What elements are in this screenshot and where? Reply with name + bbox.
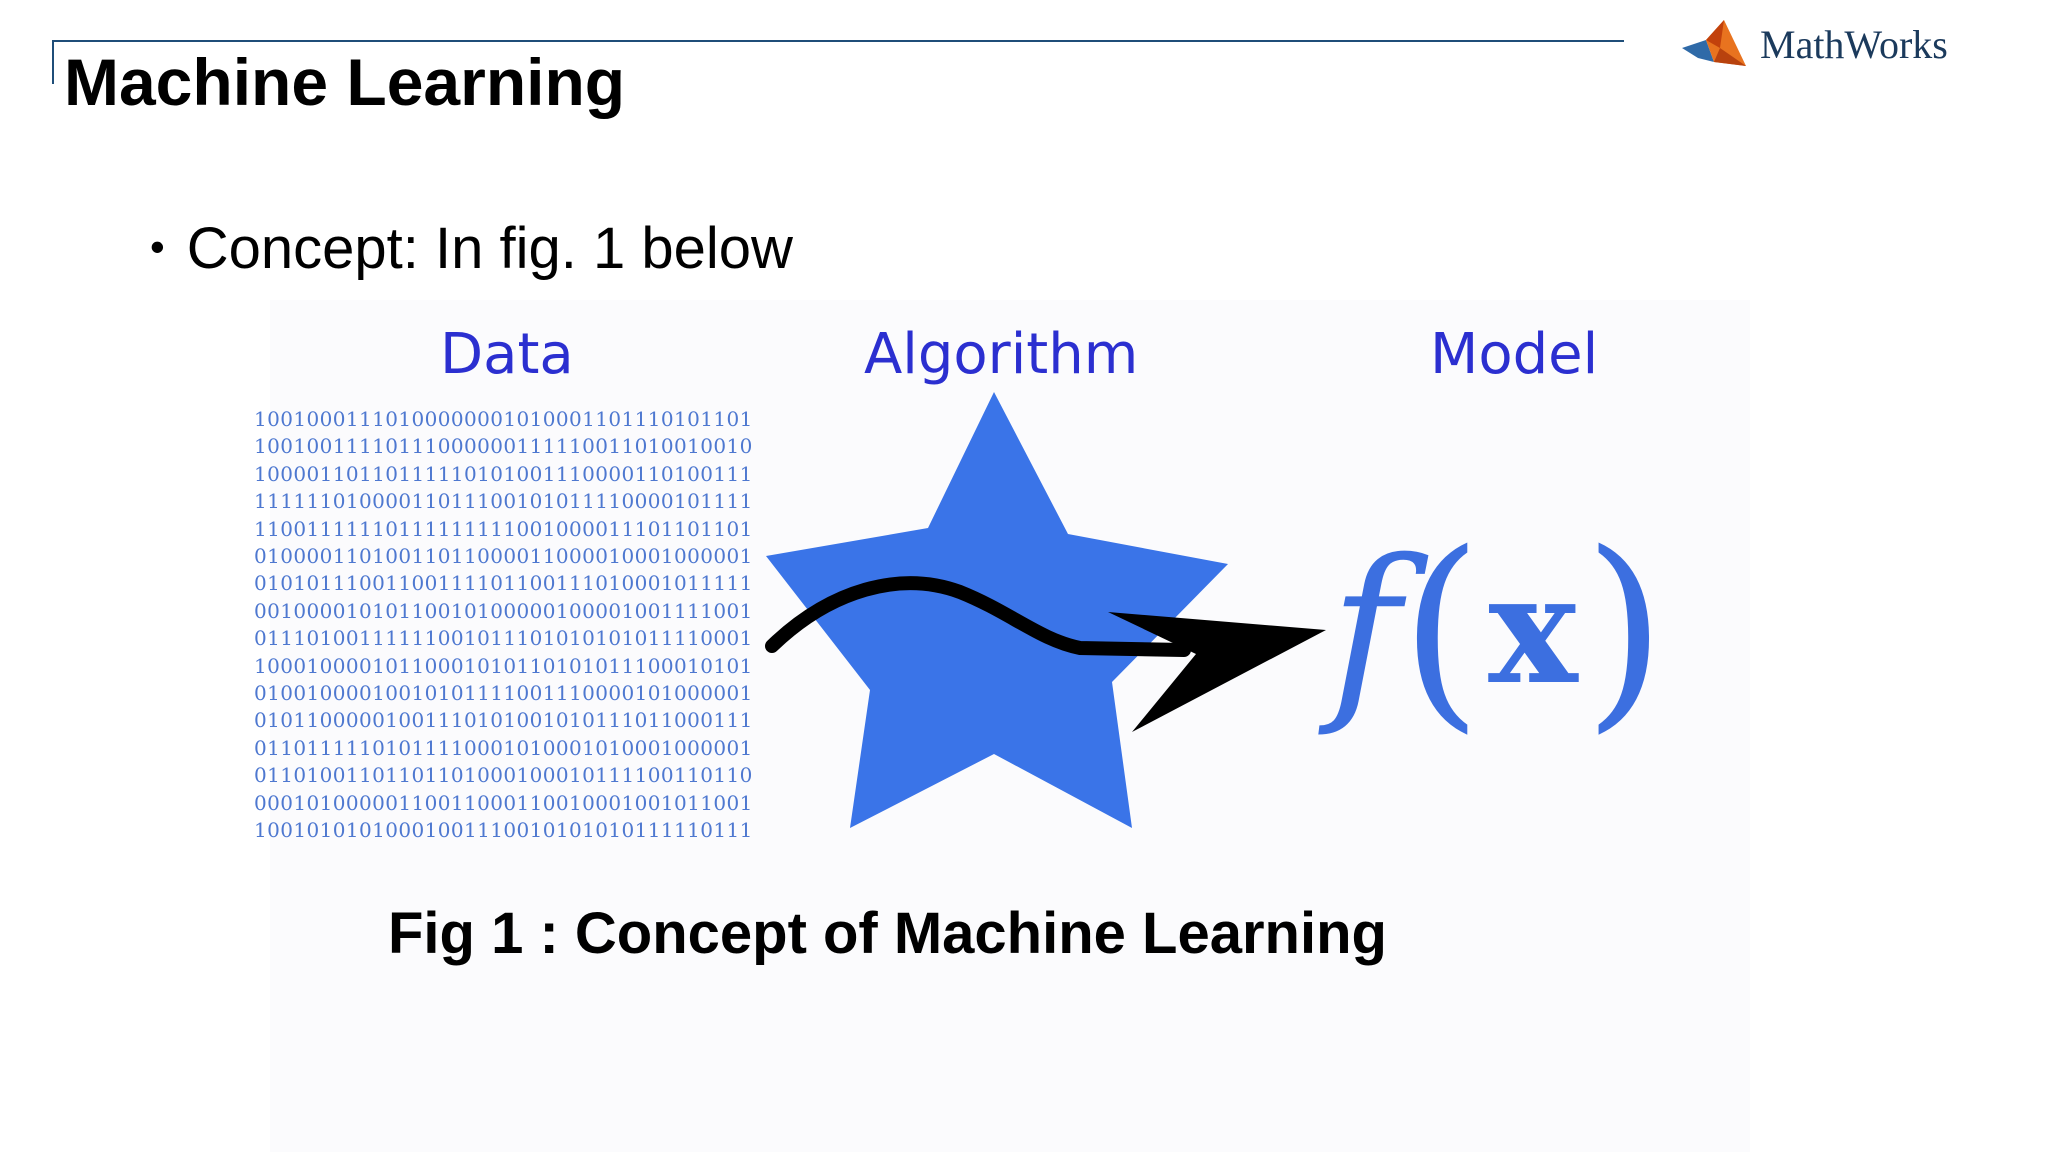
binary-row: 11111101000011011100101011110000101111 (254, 489, 753, 514)
mathworks-logo-text: MathWorks (1760, 21, 1948, 67)
slide-title: Machine Learning (64, 45, 626, 119)
binary-row: 00100001010110010100000100001001111001 (254, 598, 753, 623)
bullet-symbol: • (150, 222, 165, 270)
binary-row: 10010101010001001110010101010111110111 (254, 818, 753, 843)
model-label: Model (1430, 322, 1599, 387)
formula-close-paren: ) (1583, 507, 1666, 752)
binary-row: 10001000010110001010110101011100010101 (254, 653, 753, 678)
title-rule-tick (52, 40, 54, 84)
binary-row: 01011000001001110101001010111011000111 (254, 708, 753, 733)
model-formula: f ( x ) (1330, 510, 1666, 750)
title-rule (52, 40, 1624, 42)
mathworks-logo: MathWorks (1680, 14, 1948, 74)
binary-row: 01000011010011011000011000010001000001 (254, 544, 753, 569)
binary-row: 10010011110111000000111110011010010010 (254, 434, 753, 459)
binary-row: 01101111101011110001010001010001000001 (254, 735, 753, 760)
binary-row: 00010100000110011000110010001001011001 (254, 790, 753, 815)
bullet-text: Concept: In fig. 1 below (186, 216, 793, 281)
binary-row: 10000110110111110101001110000110100111 (254, 461, 753, 486)
binary-row: 01110100111111001011101010101011110001 (254, 626, 753, 651)
algorithm-label: Algorithm (864, 322, 1139, 387)
mathworks-membrane-icon (1680, 18, 1750, 70)
formula-open-paren: ( (1400, 507, 1483, 752)
binary-row: 01010111001100111101100111010001011111 (254, 571, 753, 596)
formula-variable: x (1488, 542, 1578, 718)
formula-function: f (1330, 519, 1401, 740)
binary-row: 11001111110111111111001000011101101101 (254, 516, 753, 541)
bullet-item: • Concept: In fig. 1 below (150, 215, 793, 282)
figure-caption: Fig 1 : Concept of Machine Learning (388, 901, 1387, 966)
binary-row: 01101001101101101000100010111100110110 (254, 763, 753, 788)
data-label: Data (440, 322, 574, 387)
binary-row: 10010001110100000001010001101110101101 (254, 407, 753, 431)
binary-data-block: 10010001110100000001010001101110101101 10… (254, 406, 753, 845)
binary-row: 01001000010010101111001110000101000001 (254, 681, 753, 706)
